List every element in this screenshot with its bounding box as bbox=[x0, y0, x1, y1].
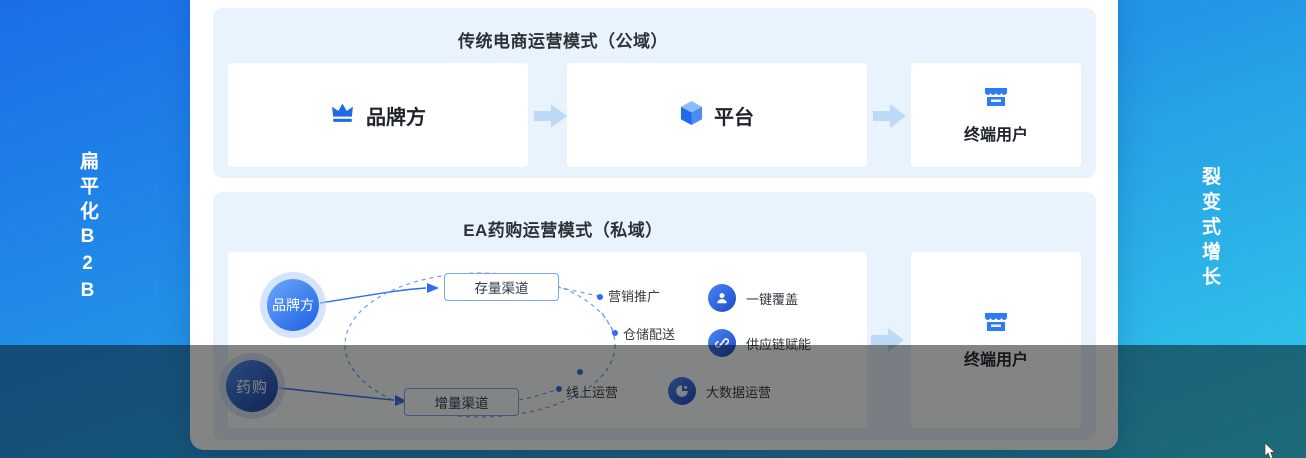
left-panel-label: 扁平化B2B bbox=[77, 151, 98, 307]
capability-coverage: 一键覆盖 bbox=[708, 284, 798, 312]
cube-icon bbox=[680, 100, 703, 131]
private-section-title: EA药购运营模式（私域） bbox=[463, 221, 663, 240]
stock-channel-box: 存量渠道 bbox=[444, 273, 559, 301]
node-brand-label: 品牌方 bbox=[366, 106, 426, 129]
node-end-user-label: 终端用户 bbox=[963, 127, 1028, 144]
storefront-icon bbox=[983, 310, 1009, 339]
storefront-icon bbox=[983, 85, 1009, 114]
person-icon bbox=[708, 284, 736, 312]
crown-icon bbox=[330, 101, 355, 129]
brand-badge: 品牌方 bbox=[267, 279, 319, 331]
right-panel-label: 裂变式增长 bbox=[1199, 166, 1220, 292]
node-platform: 平台 bbox=[567, 63, 867, 167]
node-brand: 品牌方 bbox=[228, 63, 528, 167]
node-end-user-public: 终端用户 bbox=[911, 63, 1081, 167]
flow-arrow-icon bbox=[534, 104, 567, 128]
dim-overlay bbox=[0, 345, 1306, 458]
service-marketing-label: 营销推广 bbox=[608, 289, 661, 304]
public-section-title: 传统电商运营模式（公域） bbox=[458, 32, 668, 51]
capability-coverage-label: 一键覆盖 bbox=[746, 291, 799, 307]
flow-arrow-icon bbox=[873, 104, 906, 128]
mouse-cursor-icon bbox=[1264, 443, 1277, 458]
node-platform-label: 平台 bbox=[714, 106, 754, 129]
service-warehouse-label: 仓储配送 bbox=[623, 327, 676, 342]
